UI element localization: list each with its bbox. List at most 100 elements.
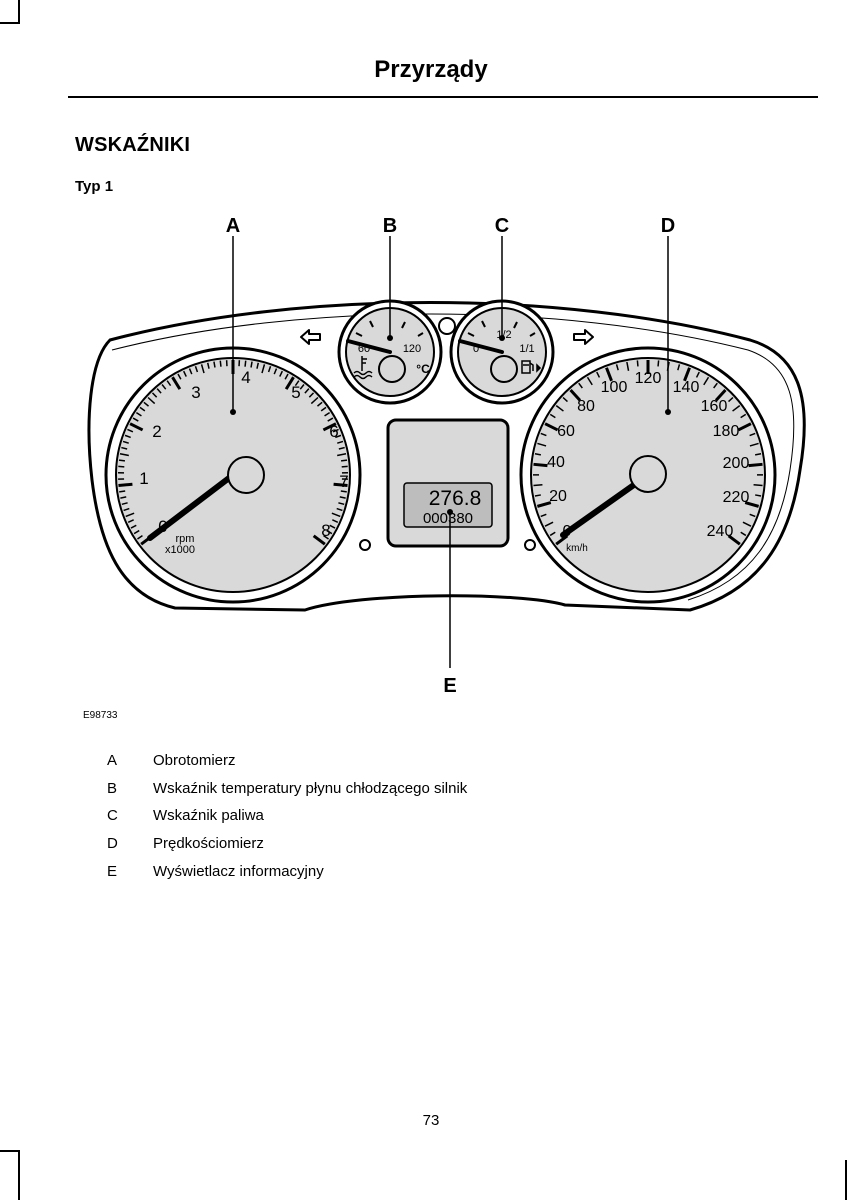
temp-hub: [378, 355, 406, 383]
tach-label: 1: [139, 469, 148, 488]
major-tick: [555, 534, 569, 546]
page-title: Przyrządy: [374, 56, 488, 83]
minor-tick: [250, 361, 253, 368]
major-tick: [727, 534, 741, 546]
callout-dot: [499, 335, 505, 341]
callout-c: C: [495, 215, 509, 237]
minor-tick: [329, 524, 336, 529]
minor-tick: [213, 361, 216, 368]
minor-tick: [120, 496, 127, 499]
minor-tick: [340, 459, 348, 462]
tach-needle: [147, 472, 236, 541]
major-tick: [544, 422, 559, 432]
speed-label: 240: [707, 523, 734, 540]
major-tick: [714, 388, 727, 402]
minor-tick: [596, 371, 601, 378]
minor-tick: [279, 370, 284, 377]
turn-right-arrow-icon: [573, 329, 594, 345]
info-display: 276.8 000380: [386, 418, 510, 548]
minor-tick: [324, 411, 331, 417]
fuel-needle: [458, 339, 504, 354]
fuel-hub: [490, 355, 518, 383]
fuel-empty-label: 0: [473, 343, 479, 355]
minor-tick: [540, 432, 547, 437]
minor-tick: [132, 417, 139, 422]
minor-tick: [261, 364, 266, 374]
tach-label: 7: [339, 472, 348, 491]
coolant-icon: [353, 356, 373, 380]
minor-tick: [133, 529, 140, 535]
minor-tick: [326, 529, 333, 535]
major-tick: [569, 388, 582, 402]
temp-needle: [346, 339, 392, 354]
temp-unit: °C: [416, 362, 430, 376]
cluster-outline-inner: [111, 313, 795, 601]
speed-label: 40: [547, 454, 565, 471]
legend-text: Wskaźnik paliwa: [153, 807, 264, 824]
major-tick: [744, 501, 760, 508]
minor-tick: [327, 417, 334, 422]
callout-e: E: [443, 675, 456, 697]
major-tick: [605, 367, 613, 382]
instrument-cluster-diagram: 0 1 2 3 4 5 6 7 8 rpm x1000 0 20 40 60 8…: [87, 215, 806, 697]
minor-tick: [636, 360, 639, 367]
minor-tick: [336, 507, 343, 512]
minor-tick: [549, 413, 556, 419]
minor-tick: [161, 384, 167, 390]
minor-tick: [122, 440, 129, 444]
minor-tick: [749, 432, 756, 437]
major-tick: [533, 462, 548, 468]
legend-text: Prędkościomierz: [153, 835, 264, 852]
minor-tick: [284, 373, 289, 380]
major-tick: [737, 422, 752, 432]
tach-unit: rpm: [176, 533, 195, 545]
minor-tick: [537, 442, 547, 447]
minor-tick: [562, 396, 568, 403]
speed-hub: [629, 455, 667, 493]
minor-tick: [534, 494, 541, 497]
major-tick: [171, 376, 182, 390]
speedometer: 0 20 40 60 80 100 120 140 160 180 200 22…: [519, 346, 777, 604]
minor-tick: [316, 401, 323, 407]
crop-mark: [0, 1150, 20, 1152]
minor-tick: [337, 453, 347, 457]
minor-tick: [166, 380, 172, 387]
minor-tick: [310, 396, 319, 405]
legend-letter: D: [107, 835, 118, 852]
minor-tick: [728, 396, 734, 403]
minor-tick: [555, 405, 564, 412]
minor-tick: [337, 440, 344, 444]
odometer-readout: 000380: [423, 510, 473, 527]
callout-dot: [230, 409, 236, 415]
minor-tick: [308, 392, 315, 398]
sub-heading: Typ 1: [75, 178, 114, 195]
minor-tick: [740, 531, 747, 537]
minor-tick: [188, 368, 193, 375]
minor-tick: [533, 483, 543, 487]
minor-tick: [339, 496, 346, 499]
minor-tick: [194, 366, 199, 373]
minor-tick: [713, 382, 718, 389]
major-tick: [312, 534, 326, 546]
speed-label: 100: [601, 379, 628, 396]
minor-tick: [534, 453, 542, 456]
minor-tick: [123, 507, 130, 512]
speed-label: 220: [723, 489, 750, 506]
tach-hub: [227, 456, 265, 494]
fuel-full-label: 1/1: [519, 343, 534, 355]
minor-tick: [143, 401, 150, 407]
minor-tick: [753, 483, 763, 487]
callout-dot: [447, 509, 453, 515]
minor-tick: [177, 373, 182, 380]
minor-tick: [219, 360, 222, 367]
reset-knob-right: [524, 539, 536, 551]
legend-text: Obrotomierz: [153, 752, 236, 769]
minor-tick: [151, 392, 158, 398]
minor-tick: [127, 428, 134, 433]
major-tick: [748, 462, 763, 468]
tach-label: 3: [191, 383, 200, 402]
minor-tick: [273, 368, 278, 375]
warning-lamp-icon: [438, 317, 456, 335]
callout-dot: [665, 409, 671, 415]
minor-tick: [578, 382, 583, 389]
